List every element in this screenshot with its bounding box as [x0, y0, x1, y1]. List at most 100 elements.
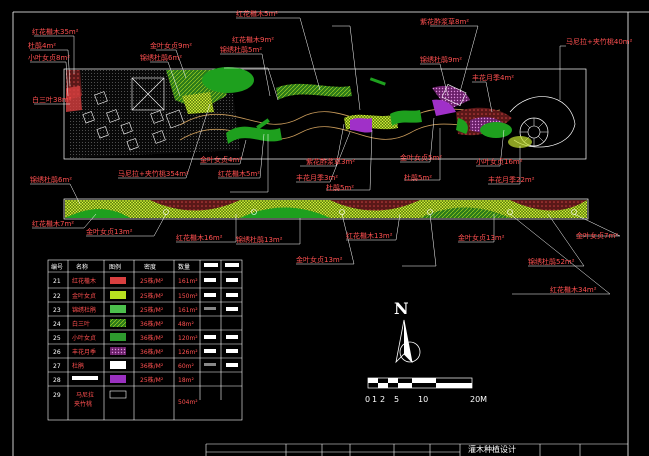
table-header: 数量: [178, 263, 190, 271]
callout: 紫花酢浆草8m²: [420, 17, 469, 26]
callout: 锦绣杜鹃6m²: [140, 53, 182, 62]
callout: 锦绣杜鹃52m²: [528, 257, 575, 266]
callout: 金叶女贞13m²: [86, 227, 133, 236]
drawing-title: 灌木种植设计: [468, 444, 516, 454]
callout: 红花檵木34m²: [550, 285, 597, 294]
callout: 锦绣杜鹃6m²: [30, 175, 72, 184]
table-row: 29 马尼拉 夹竹桃 504m²: [53, 390, 198, 408]
callout: 紫花酢浆草3m²: [306, 157, 355, 166]
svg-text:36株/M²: 36株/M²: [140, 334, 164, 342]
callout: 红花檵木13m²: [346, 231, 393, 240]
svg-text:36株/M²: 36株/M²: [140, 348, 164, 356]
svg-text:锦绣杜鹃: 锦绣杜鹃: [72, 306, 96, 314]
svg-text:20M: 20M: [470, 395, 487, 404]
callout: 杜鹃5m²: [404, 173, 432, 182]
svg-text:0: 0: [365, 395, 370, 404]
table-header: 名称: [76, 263, 88, 271]
table-row: 28 25株/M² 18m²: [53, 375, 194, 384]
legend-table: 编号 名称 图例 密度 数量 21 红花檵木 25株/M² 161m² 22 金…: [47, 259, 243, 421]
svg-text:36株/M²: 36株/M²: [140, 362, 164, 370]
upper-plan: [63, 67, 587, 160]
callout: 金叶女贞5m²: [400, 153, 442, 162]
svg-text:27: 27: [53, 363, 61, 370]
svg-text:白三叶: 白三叶: [72, 320, 90, 328]
callout: 丰花月季4m²: [472, 73, 514, 82]
callout: 金叶女贞7m²: [576, 231, 618, 240]
svg-text:杜鹃: 杜鹃: [72, 362, 84, 370]
svg-text:N: N: [394, 299, 409, 318]
callout: 白三叶38m²: [32, 95, 72, 104]
callout: 锦绣杜鹃5m²: [220, 45, 262, 54]
svg-text:60m²: 60m²: [178, 363, 194, 370]
north-arrow: N: [394, 299, 421, 364]
table-row: 26 丰花月季 36株/M² 126m²: [53, 347, 238, 356]
svg-text:25株/M²: 25株/M²: [140, 277, 164, 285]
callout: 马尼拉+夹竹桃40m²: [566, 37, 633, 46]
table-row: 22 金叶女贞 25株/M² 150m²: [53, 291, 238, 300]
svg-text:23: 23: [53, 307, 61, 314]
callout: 金叶女贞13m²: [296, 255, 343, 264]
table-header: 编号: [51, 263, 63, 271]
callout: 金叶女贞13m²: [458, 233, 505, 242]
callout: 金叶女贞4m²: [200, 155, 242, 164]
svg-text:504m²: 504m²: [178, 399, 198, 406]
svg-text:26: 26: [53, 349, 61, 356]
table-row: 25 小叶女贞 36株/M² 120m²: [53, 333, 238, 342]
frame: [12, 11, 649, 456]
svg-text:120m²: 120m²: [178, 335, 198, 342]
svg-text:18m²: 18m²: [178, 377, 194, 384]
table-row: 24 白三叶 36株/M² 48m²: [53, 319, 194, 328]
lower-strip: [63, 198, 589, 220]
svg-text:1: 1: [372, 395, 377, 404]
svg-text:夹竹桃: 夹竹桃: [74, 400, 92, 408]
callout-labels: 红花檵木35m² 杜鹃4m² 小叶女贞8m² 白三叶38m² 金叶女贞9m² 红…: [28, 9, 633, 294]
callout: 红花檵木35m²: [32, 27, 79, 36]
svg-text:马尼拉: 马尼拉: [76, 391, 94, 399]
svg-text:10: 10: [418, 395, 428, 404]
table-header: 图例: [109, 263, 121, 271]
callout: 红花檵木16m²: [176, 233, 223, 242]
svg-text:29: 29: [53, 392, 61, 399]
callout: 金叶女贞9m²: [150, 41, 192, 50]
callout: 马尼拉+夹竹桃354m²: [118, 169, 189, 178]
callout: 红花檵木5m²: [218, 169, 260, 178]
scale-bar: 0 1 2 5 10 20M: [365, 377, 487, 404]
svg-text:5: 5: [394, 395, 399, 404]
svg-text:小叶女贞: 小叶女贞: [72, 334, 96, 342]
svg-text:红花檵木: 红花檵木: [72, 277, 96, 285]
svg-text:22: 22: [53, 293, 61, 300]
table-header: 密度: [144, 263, 156, 271]
svg-text:161m²: 161m²: [178, 307, 198, 314]
table-row: 21 红花檵木 25株/M² 161m²: [53, 277, 238, 285]
svg-text:126m²: 126m²: [178, 349, 198, 356]
svg-text:丰花月季: 丰花月季: [72, 348, 96, 356]
callout: 小叶女贞8m²: [28, 53, 70, 62]
svg-text:2: 2: [380, 395, 385, 404]
callout: 小叶女贞16m²: [476, 157, 523, 166]
callout: 丰花月季22m²: [488, 175, 535, 184]
callout: 锦绣杜鹃9m²: [420, 55, 462, 64]
svg-text:25株/M²: 25株/M²: [140, 292, 164, 300]
svg-text:150m²: 150m²: [178, 293, 198, 300]
callout: 锦绣杜鹃13m²: [236, 235, 283, 244]
svg-text:28: 28: [53, 377, 61, 384]
svg-text:48m²: 48m²: [178, 321, 194, 328]
callout: 红花檵木7m²: [32, 219, 74, 228]
svg-text:21: 21: [53, 278, 61, 285]
svg-text:36株/M²: 36株/M²: [140, 320, 164, 328]
svg-text:25株/M²: 25株/M²: [140, 306, 164, 314]
callout: 杜鹃4m²: [28, 41, 56, 50]
callout: 红花檵木5m²: [236, 9, 278, 18]
svg-text:25: 25: [53, 335, 61, 342]
title-block: [205, 443, 628, 456]
table-row: 23 锦绣杜鹃 25株/M² 161m²: [53, 305, 238, 314]
svg-text:25株/M²: 25株/M²: [140, 376, 164, 384]
svg-text:161m²: 161m²: [178, 278, 198, 285]
svg-text:24: 24: [53, 321, 61, 328]
svg-text:金叶女贞: 金叶女贞: [72, 292, 96, 300]
callout: 丰花月季3m²: [296, 173, 338, 182]
callout: 红花檵木9m²: [232, 35, 274, 44]
table-row: 27 杜鹃 36株/M² 60m²: [53, 361, 238, 370]
